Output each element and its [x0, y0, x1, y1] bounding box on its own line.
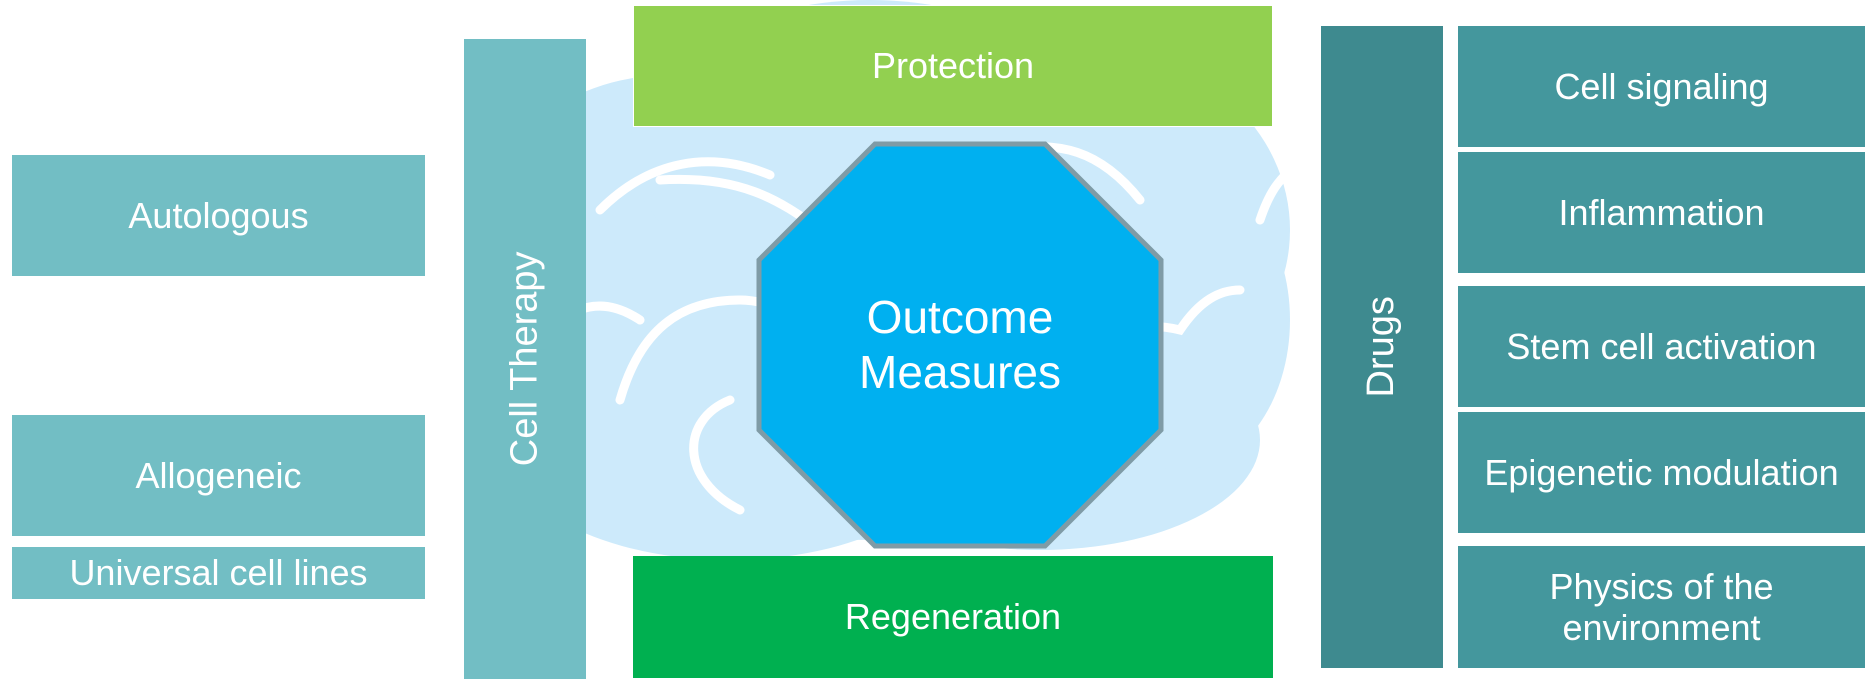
cell-signaling-box: Cell signaling [1458, 26, 1865, 147]
physics-of-environment-box: Physics of the environment [1458, 546, 1865, 668]
autologous-label: Autologous [128, 194, 309, 236]
inflammation-box: Inflammation [1458, 152, 1865, 273]
inflammation-label: Inflammation [1558, 191, 1765, 233]
outcome-line-2: Measures [859, 346, 1061, 398]
epigenetic-modulation-label: Epigenetic modulation [1484, 451, 1839, 493]
cell-therapy-label: Cell Therapy [503, 251, 546, 467]
drugs-label: Drugs [1360, 296, 1403, 398]
outcome-measures-label: Outcome Measures [755, 140, 1165, 550]
regeneration-label: Regeneration [844, 596, 1062, 638]
epigenetic-modulation-box: Epigenetic modulation [1458, 412, 1865, 533]
allogeneic-box: Allogeneic [12, 415, 425, 536]
stem-cell-activation-label: Stem cell activation [1506, 325, 1817, 367]
autologous-box: Autologous [12, 155, 425, 276]
physics-of-environment-label: Physics of the environment [1549, 565, 1774, 648]
drugs-bar: Drugs [1321, 26, 1443, 668]
cell-therapy-bar: Cell Therapy [464, 39, 586, 679]
allogeneic-label: Allogeneic [135, 454, 302, 496]
protection-box: Protection [633, 5, 1273, 127]
universal-cell-lines-box: Universal cell lines [12, 547, 425, 599]
outcome-measures-octagon [756, 141, 1164, 549]
stem-cell-activation-box: Stem cell activation [1458, 286, 1865, 407]
universal-cell-lines-label: Universal cell lines [69, 552, 368, 594]
outcome-line-1: Outcome [866, 290, 1054, 343]
regeneration-box: Regeneration [633, 556, 1273, 678]
protection-label: Protection [871, 45, 1035, 87]
cell-signaling-label: Cell signaling [1554, 65, 1769, 107]
